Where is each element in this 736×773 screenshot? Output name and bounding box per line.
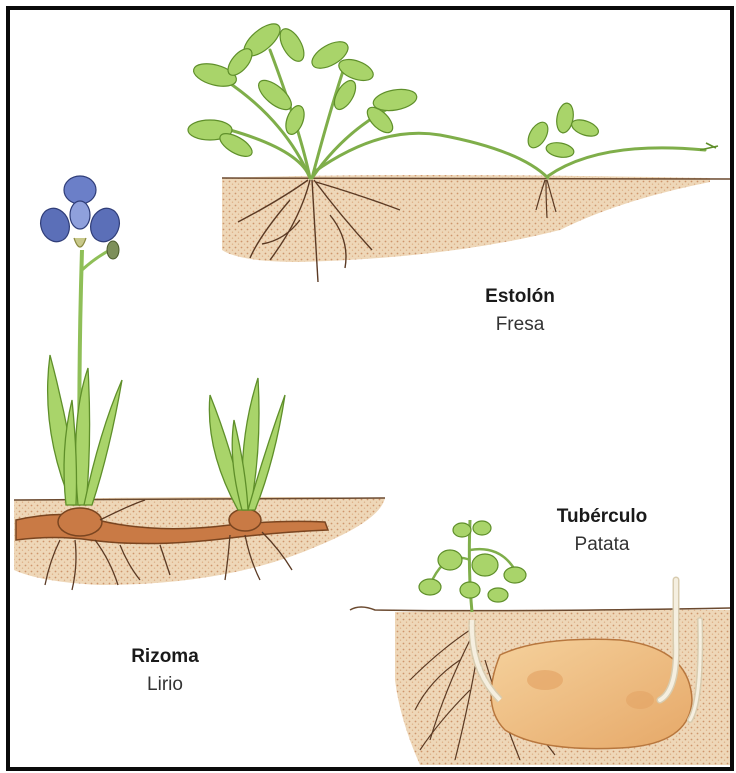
stolon-label: Estolón Fresa: [455, 285, 585, 337]
potato-spot: [626, 691, 654, 709]
stolon-illustration: [188, 18, 730, 282]
stolon-title: Estolón: [455, 285, 585, 309]
rhizome-node: [229, 509, 261, 531]
rhizome-title: Rizoma: [100, 645, 230, 669]
stolon-leaves: [188, 18, 601, 161]
iris-bud-stem: [82, 250, 110, 270]
iris-leaves-left: [48, 355, 122, 505]
rhizome-example: Lirio: [100, 673, 230, 697]
iris-leaves-right: [209, 378, 285, 510]
stolon-runner-tip: [700, 143, 718, 150]
iris-bud: [107, 241, 119, 259]
tuber-example: Patata: [527, 533, 677, 557]
potato-spot: [527, 670, 563, 690]
iris-flower: [36, 176, 124, 247]
tuber-illustration: [350, 520, 730, 765]
stolon-example: Fresa: [455, 313, 585, 337]
tuber-title: Tubérculo: [527, 505, 677, 529]
rhizome-label: Rizoma Lirio: [100, 645, 230, 697]
tuber-label: Tubérculo Patata: [527, 505, 677, 557]
potato: [491, 639, 692, 748]
rhizome-node: [58, 508, 102, 536]
stolon-ground-line: [222, 178, 730, 179]
